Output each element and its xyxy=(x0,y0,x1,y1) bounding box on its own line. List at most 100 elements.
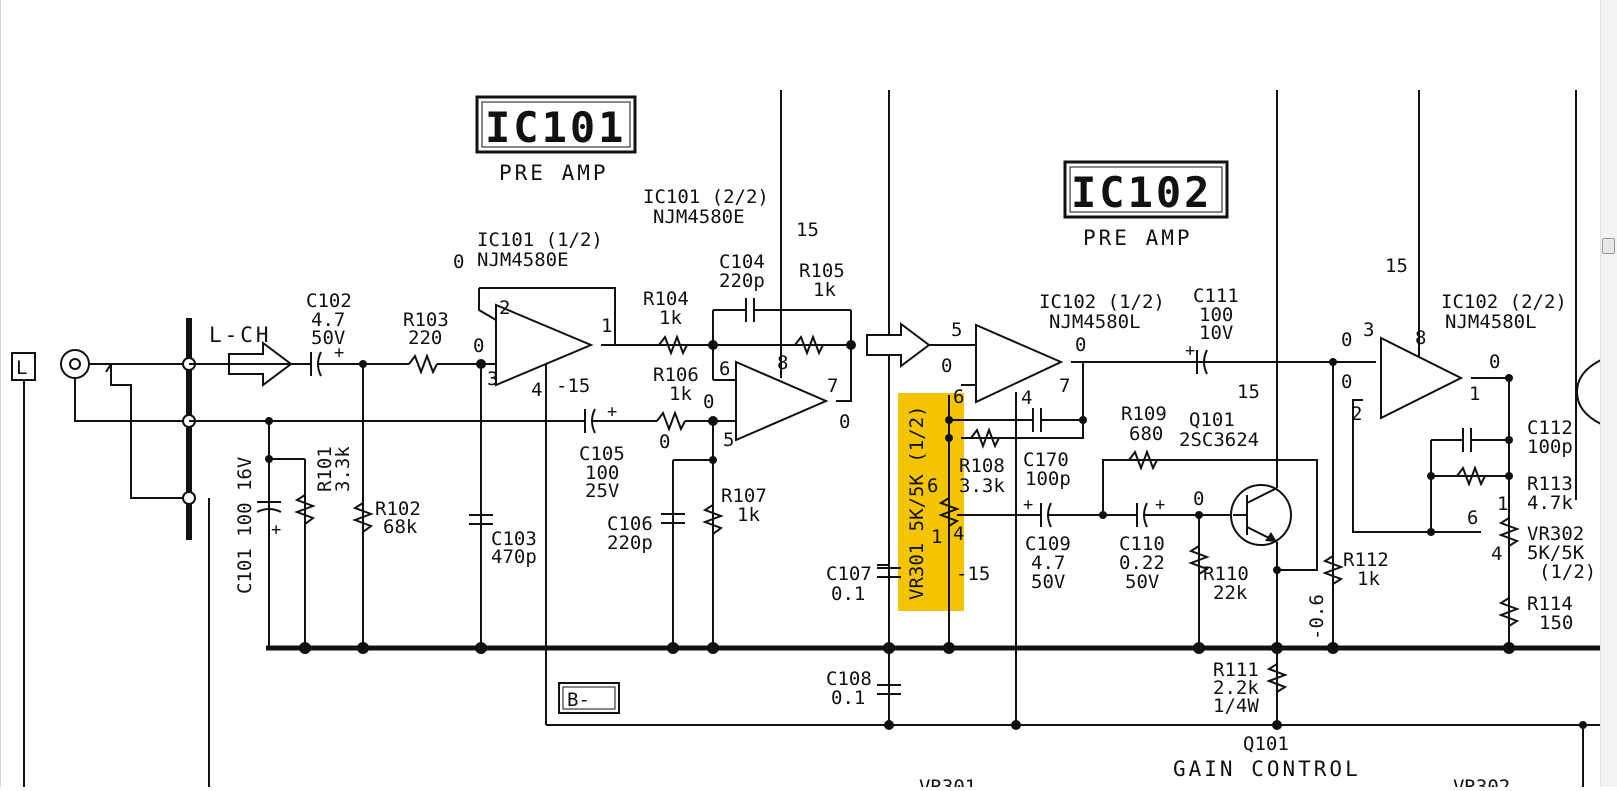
scrollbar-thumb[interactable] xyxy=(1602,238,1615,254)
ic102-half1-label: IC102 (1/2) xyxy=(1039,291,1165,313)
svg-text:1k: 1k xyxy=(669,383,692,405)
ic102-half2-label: IC102 (2/2) xyxy=(1441,291,1567,313)
r101-ref: R101 xyxy=(314,446,336,492)
svg-text:4: 4 xyxy=(953,523,964,545)
svg-text:50V: 50V xyxy=(311,327,345,349)
svg-text:0: 0 xyxy=(1489,351,1500,373)
svg-text:0.22: 0.22 xyxy=(1119,552,1165,574)
svg-text:6: 6 xyxy=(1467,507,1478,529)
svg-text:+: + xyxy=(1185,341,1195,361)
svg-text:1: 1 xyxy=(931,526,942,548)
r112-ref: R112 xyxy=(1343,549,1389,571)
svg-text:5: 5 xyxy=(951,319,962,341)
r102-ref: R102 xyxy=(375,498,421,520)
svg-text:220: 220 xyxy=(408,327,442,349)
svg-text:100: 100 xyxy=(585,462,619,484)
svg-text:220p: 220p xyxy=(607,532,653,554)
svg-text:4: 4 xyxy=(1021,387,1032,409)
r107-ref: R107 xyxy=(721,485,767,507)
svg-text:NJM4580L: NJM4580L xyxy=(1445,311,1537,333)
r105-ref: R105 xyxy=(799,260,845,282)
svg-text:150: 150 xyxy=(1539,612,1573,634)
svg-text:0: 0 xyxy=(1341,371,1352,393)
vr302-ref: VR302 xyxy=(1527,523,1584,545)
svg-text:NJM4580E: NJM4580E xyxy=(477,249,569,271)
svg-text:100: 100 xyxy=(1199,304,1233,326)
c109-ref: C109 xyxy=(1025,533,1071,555)
svg-text:+: + xyxy=(607,402,617,422)
footer-vr301-cut: VR301 xyxy=(919,776,976,787)
svg-text:15: 15 xyxy=(1237,381,1260,403)
ic102-opamp-2 xyxy=(1380,336,1464,420)
c170-ref: C170 xyxy=(1023,449,1069,471)
ic102-opamp-1 xyxy=(975,323,1064,404)
r114-ref: R114 xyxy=(1527,593,1573,615)
svg-text:+: + xyxy=(334,343,344,363)
ic102-title: IC102 xyxy=(1071,168,1212,217)
svg-text:0: 0 xyxy=(1075,334,1086,356)
svg-text:68k: 68k xyxy=(383,516,418,538)
svg-text:0: 0 xyxy=(473,335,484,357)
r108-ref: R108 xyxy=(959,455,1005,477)
svg-text:2: 2 xyxy=(499,297,510,319)
svg-text:4.7: 4.7 xyxy=(311,309,345,331)
svg-text:0: 0 xyxy=(941,355,952,377)
c111-ref: C111 xyxy=(1193,285,1239,307)
svg-text:1: 1 xyxy=(601,315,612,337)
svg-text:NJM4580E: NJM4580E xyxy=(653,206,745,228)
svg-text:3.3k: 3.3k xyxy=(959,475,1005,497)
svg-text:3: 3 xyxy=(1363,319,1374,341)
svg-text:0: 0 xyxy=(839,411,850,433)
ic101-half1-label: IC101 (1/2) xyxy=(477,229,603,251)
svg-text:7: 7 xyxy=(827,375,838,397)
svg-text:10V: 10V xyxy=(1199,322,1233,344)
svg-text:NJM4580L: NJM4580L xyxy=(1049,311,1141,333)
svg-text:0: 0 xyxy=(453,251,464,273)
svg-text:680: 680 xyxy=(1129,423,1163,445)
svg-text:0.1: 0.1 xyxy=(831,687,865,709)
svg-text:2.2k: 2.2k xyxy=(1213,677,1259,699)
svg-text:8: 8 xyxy=(777,352,788,374)
svg-text:220p: 220p xyxy=(719,270,765,292)
c105-ref: C105 xyxy=(579,443,625,465)
r104-ref: R104 xyxy=(643,288,689,310)
svg-text:100p: 100p xyxy=(1025,468,1071,490)
bminus-box xyxy=(558,682,620,714)
c102-ref: C102 xyxy=(306,290,352,312)
svg-text:3.3k: 3.3k xyxy=(332,446,354,492)
r103-ref: R103 xyxy=(403,309,449,331)
svg-text:50V: 50V xyxy=(1125,571,1159,593)
lch-label: L-CH xyxy=(209,323,272,347)
c108-ref: C108 xyxy=(826,668,872,690)
svg-text:1k: 1k xyxy=(737,504,760,526)
r109-ref: R109 xyxy=(1121,403,1167,425)
svg-text:100p: 100p xyxy=(1527,436,1573,458)
svg-text:8: 8 xyxy=(1415,327,1426,349)
ic101-title-box xyxy=(475,95,637,154)
c103-ref: C103 xyxy=(491,528,537,550)
r111-ref: R111 xyxy=(1213,659,1259,681)
vr301-highlight xyxy=(898,393,964,611)
connector-l-label: L xyxy=(16,357,27,379)
vertical-scrollbar[interactable] xyxy=(1600,0,1617,787)
r110-ref: R110 xyxy=(1203,563,1249,585)
svg-text:25V: 25V xyxy=(585,480,619,502)
svg-text:1: 1 xyxy=(1469,383,1480,405)
ic102-subtitle: PRE AMP xyxy=(1083,226,1193,250)
svg-text:3: 3 xyxy=(487,368,498,390)
svg-text:4: 4 xyxy=(1491,543,1502,565)
svg-text:+: + xyxy=(1023,495,1033,515)
svg-text:1k: 1k xyxy=(813,279,836,301)
svg-text:22k: 22k xyxy=(1213,582,1248,604)
footer-q101: Q101 xyxy=(1243,733,1289,755)
svg-text:0.1: 0.1 xyxy=(831,583,865,605)
ic101-half2-label: IC101 (2/2) xyxy=(643,186,769,208)
stage-arrow xyxy=(866,322,931,368)
c106-ref: C106 xyxy=(607,513,653,535)
ic102-title-box xyxy=(1063,160,1229,219)
svg-text:-15: -15 xyxy=(956,563,990,585)
svg-text:1: 1 xyxy=(1497,493,1508,515)
r106-ref: R106 xyxy=(653,364,699,386)
svg-text:5K/5K: 5K/5K xyxy=(1527,542,1585,564)
